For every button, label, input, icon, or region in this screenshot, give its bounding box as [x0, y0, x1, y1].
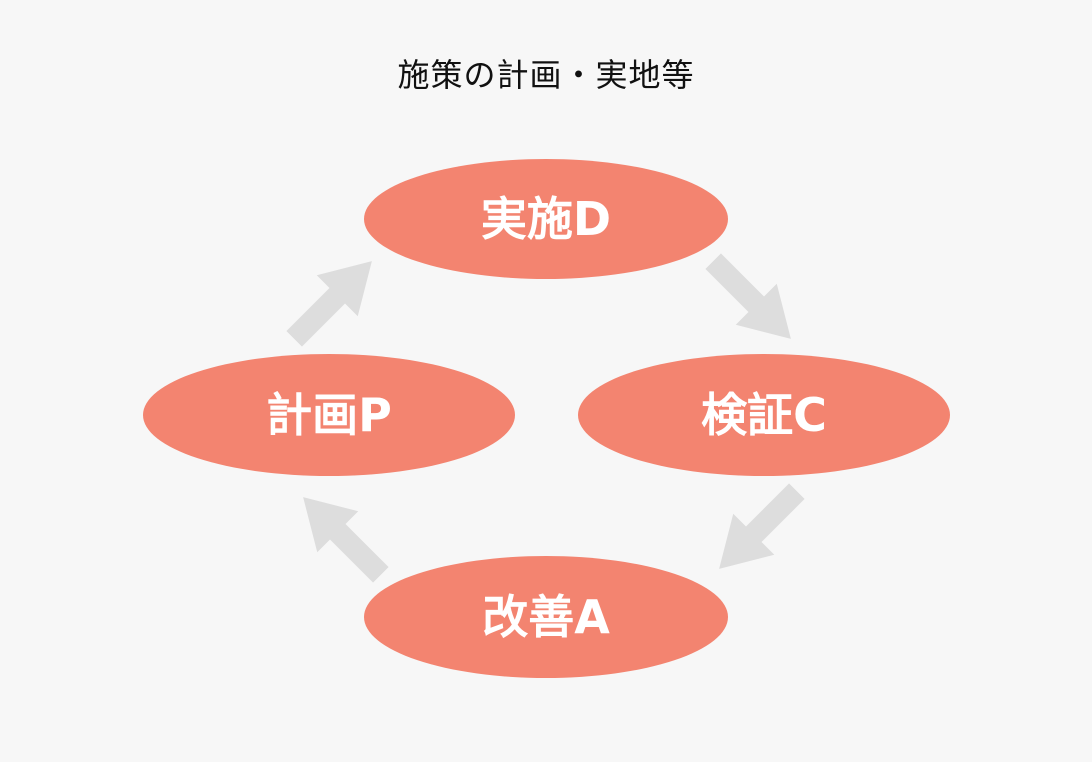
node-plan-label: 計画P: [266, 388, 392, 442]
node-check: 検証C: [578, 354, 950, 476]
node-act-label: 改善A: [482, 590, 610, 644]
node-plan-ellipse: [143, 354, 515, 476]
node-check-label: 検証C: [701, 388, 827, 442]
arrow-do-to-check-icon: [692, 240, 812, 360]
diagram-title: 施策の計画・実地等: [397, 56, 695, 94]
node-plan: 計画P: [143, 354, 515, 476]
arrow-check-to-act-icon: [698, 470, 818, 590]
node-do-ellipse: [364, 159, 728, 279]
node-check-ellipse: [578, 354, 950, 476]
node-do: 実施D: [364, 159, 728, 279]
node-act-ellipse: [364, 556, 728, 678]
node-do-label: 実施D: [481, 192, 611, 246]
arrow-plan-to-do-icon: [273, 240, 393, 360]
arrow-act-to-plan-icon: [282, 476, 402, 596]
node-act: 改善A: [364, 556, 728, 678]
